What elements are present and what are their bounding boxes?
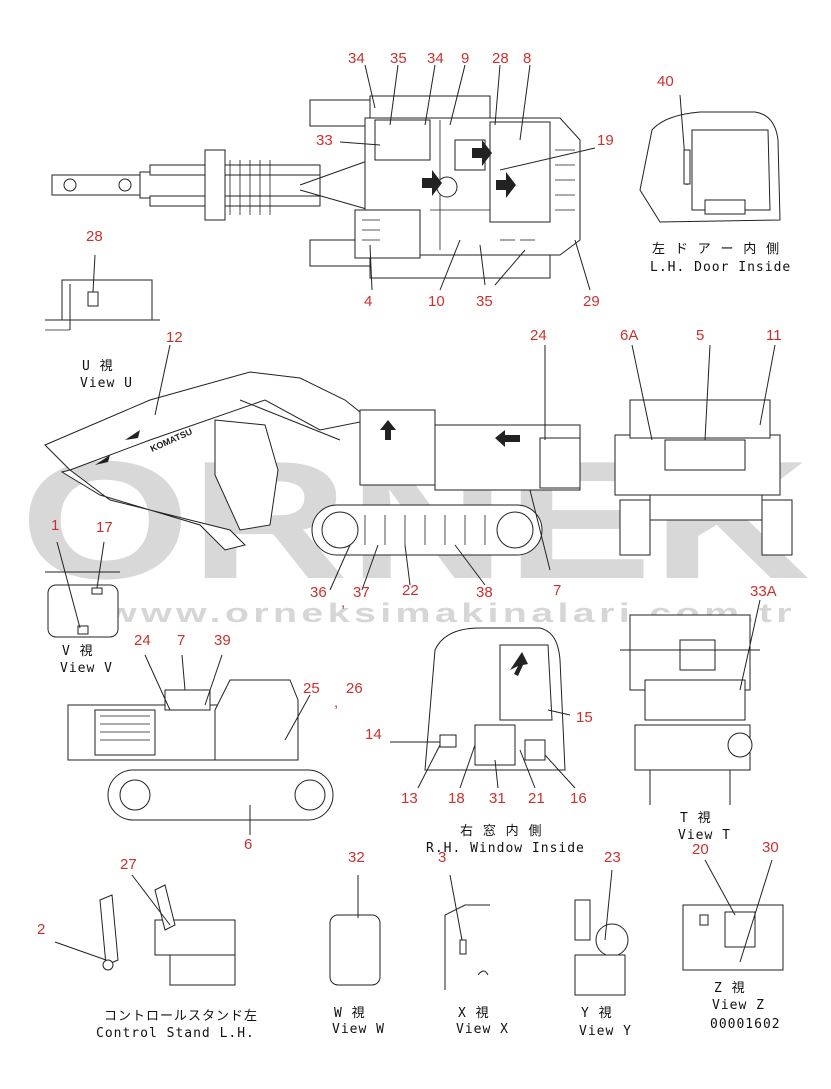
callout-39: 39 <box>214 632 231 649</box>
control-stand-caption-en: Control Stand L.H. <box>96 1026 255 1041</box>
view-x-caption-en: View X <box>456 1022 509 1037</box>
view-t-caption-en: View T <box>678 828 731 843</box>
callout-2: 2 <box>37 921 45 938</box>
callout-18: 18 <box>448 790 465 807</box>
callout-24: 24 <box>530 327 547 344</box>
callout-36: 36 <box>310 584 327 601</box>
callout-28: 28 <box>86 228 103 245</box>
view-y-caption-en: View Y <box>579 1024 632 1039</box>
callout-34: 34 <box>427 50 444 67</box>
view-captions: 左 ド ア ー 内 側 L.H. Door Inside U 視 View U … <box>60 241 791 1041</box>
door-caption-en: L.H. Door Inside <box>650 260 791 275</box>
view-z-caption-jp: Z 視 <box>714 981 746 996</box>
door-caption-jp: 左 ド ア ー 内 側 <box>652 241 780 257</box>
callout-28: 28 <box>492 50 509 67</box>
callout-14: 14 <box>365 726 382 743</box>
callout-35: 35 <box>390 50 407 67</box>
callout-7: 7 <box>177 632 185 649</box>
callout-7: 7 <box>553 582 561 599</box>
view-u-drawing <box>45 254 160 331</box>
top-view-drawing <box>51 64 596 291</box>
view-u-caption-jp: U 視 <box>82 359 114 374</box>
callout-separator: , <box>334 694 338 711</box>
callout-27: 27 <box>120 856 137 873</box>
view-y-caption-jp: Y 視 <box>581 1006 613 1021</box>
callout-6A: 6A <box>620 327 638 344</box>
callout-10: 10 <box>428 293 445 310</box>
view-x-drawing <box>444 874 490 990</box>
callout-16: 16 <box>570 790 587 807</box>
view-x-caption-jp: X 視 <box>458 1006 490 1021</box>
rear-view-drawing <box>614 344 793 556</box>
callout-separator: , <box>341 594 345 611</box>
control-stand-drawing <box>54 874 236 986</box>
view-v-caption-en: View V <box>60 661 113 676</box>
view-t-drawing <box>620 599 761 805</box>
view-z-drawing <box>682 859 784 971</box>
callout-19: 19 <box>597 132 614 149</box>
view-y-drawing <box>574 869 629 996</box>
callout-35: 35 <box>476 293 493 310</box>
callout-26: 26 <box>346 680 363 697</box>
window-inside-drawing <box>390 627 576 789</box>
callout-13: 13 <box>401 790 418 807</box>
callout-31: 31 <box>489 790 506 807</box>
callout-20: 20 <box>692 841 709 858</box>
callout-22: 22 <box>402 582 419 599</box>
callout-5: 5 <box>696 327 704 344</box>
callout-32: 32 <box>348 849 365 866</box>
callout-38: 38 <box>476 584 493 601</box>
callout-4: 4 <box>364 293 372 310</box>
window-caption-jp: 右 窓 内 側 <box>460 823 542 839</box>
callout-11: 11 <box>766 327 782 344</box>
callout-30: 30 <box>762 839 779 856</box>
door-inside-drawing <box>639 94 781 223</box>
lower-side-view-drawing <box>67 654 334 835</box>
callout-24: 24 <box>134 632 151 649</box>
window-caption-en: R.H. Window Inside <box>426 841 585 856</box>
callout-3: 3 <box>438 849 446 866</box>
callout-25: 25 <box>303 680 320 697</box>
callout-12: 12 <box>166 329 183 346</box>
callout-15: 15 <box>576 709 593 726</box>
callout-8: 8 <box>523 50 531 67</box>
callout-6: 6 <box>244 836 252 853</box>
callout-33: 33 <box>316 132 333 149</box>
view-z-caption-en: View Z <box>712 998 765 1013</box>
callout-37: 37 <box>353 584 370 601</box>
callout-33A: 33A <box>750 583 777 600</box>
view-w-caption-en: View W <box>332 1022 385 1037</box>
view-v-drawing <box>45 541 120 638</box>
drawing-number: 00001602 <box>710 1017 781 1032</box>
callout-29: 29 <box>583 293 600 310</box>
callout-9: 9 <box>461 50 469 67</box>
view-u-caption-en: View U <box>80 376 133 391</box>
view-w-drawing <box>329 875 381 986</box>
callout-34: 34 <box>348 50 365 67</box>
callout-40: 40 <box>657 73 674 90</box>
callout-17: 17 <box>96 519 113 536</box>
view-t-caption-jp: T 視 <box>680 811 712 826</box>
callout-21: 21 <box>528 790 545 807</box>
callout-1: 1 <box>51 517 59 534</box>
view-w-caption-jp: W 視 <box>334 1006 366 1021</box>
callout-23: 23 <box>604 849 621 866</box>
callout-numbers: 34 35 34 9 28 8 33 19 40 4 10 35 29 28 1… <box>37 50 782 938</box>
view-v-caption-jp: V 視 <box>62 644 94 659</box>
control-stand-caption-jp: コントロールスタンド左 <box>104 1009 258 1024</box>
